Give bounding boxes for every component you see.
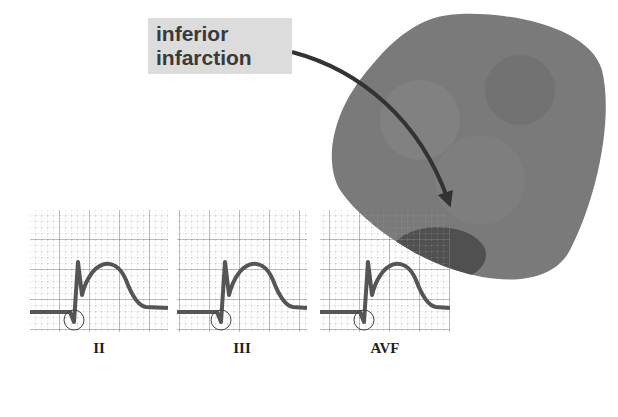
lead-label: AVF bbox=[371, 340, 400, 357]
lead-label: III bbox=[233, 340, 251, 357]
ecg-trace bbox=[177, 262, 307, 322]
callout-text: inferior infarction bbox=[156, 22, 284, 70]
q-wave-circle bbox=[211, 310, 231, 330]
lead-label: II bbox=[93, 340, 105, 357]
callout-box: inferior infarction bbox=[148, 18, 292, 74]
q-wave-circle bbox=[64, 310, 84, 330]
ecg-grid bbox=[320, 210, 450, 332]
leader-arrow bbox=[292, 52, 448, 200]
ecg-trace bbox=[320, 262, 450, 322]
ecg-grid bbox=[177, 210, 307, 332]
ecg-trace bbox=[30, 262, 168, 322]
q-wave-circle bbox=[354, 310, 374, 330]
ecg-grid bbox=[30, 210, 168, 332]
